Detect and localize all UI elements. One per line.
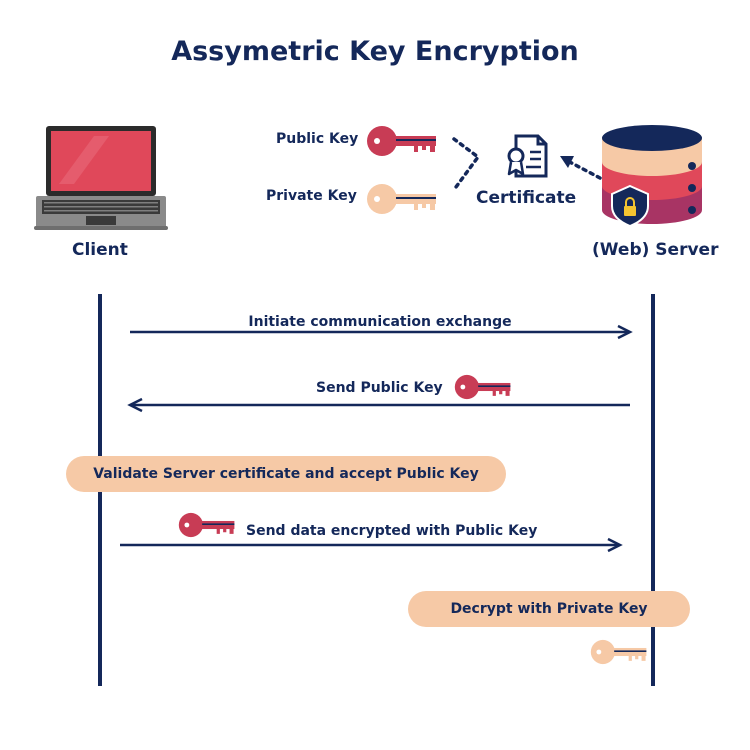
decrypt-private-key-icon bbox=[590, 639, 647, 665]
server-to-certificate-arrow bbox=[560, 156, 602, 180]
server-label: (Web) Server bbox=[592, 240, 719, 260]
certificate-label: Certificate bbox=[476, 188, 577, 208]
message-initiate-label: Initiate communication exchange bbox=[248, 314, 512, 330]
laptop-icon bbox=[34, 126, 168, 230]
message-send-public-key-label: Send Public Key bbox=[316, 380, 443, 396]
validate-certificate-step: Validate Server certificate and accept P… bbox=[66, 456, 506, 492]
message-send-public-key-arrow bbox=[127, 397, 630, 413]
private-key-legend-label: Private Key bbox=[266, 188, 357, 204]
keys-to-certificate-connector bbox=[452, 137, 481, 189]
message-send-encrypted-arrow bbox=[120, 537, 623, 553]
public-key-icon bbox=[367, 126, 436, 156]
client-label: Client bbox=[72, 240, 128, 260]
server-lifeline bbox=[651, 294, 655, 686]
message-send-encrypted-label: Send data encrypted with Public Key bbox=[246, 523, 538, 539]
diagram-title: Assymetric Key Encryption bbox=[171, 36, 579, 67]
message-initiate-arrow bbox=[130, 324, 633, 340]
certificate-icon bbox=[507, 134, 548, 178]
server-database-icon bbox=[602, 125, 702, 228]
decrypt-step: Decrypt with Private Key bbox=[408, 591, 690, 627]
private-key-icon bbox=[367, 184, 436, 214]
encrypt-public-key-icon bbox=[178, 512, 235, 538]
validate-certificate-label: Validate Server certificate and accept P… bbox=[93, 466, 479, 482]
send-public-key-icon bbox=[454, 374, 511, 400]
decrypt-label: Decrypt with Private Key bbox=[450, 601, 648, 617]
public-key-legend-label: Public Key bbox=[276, 131, 359, 147]
